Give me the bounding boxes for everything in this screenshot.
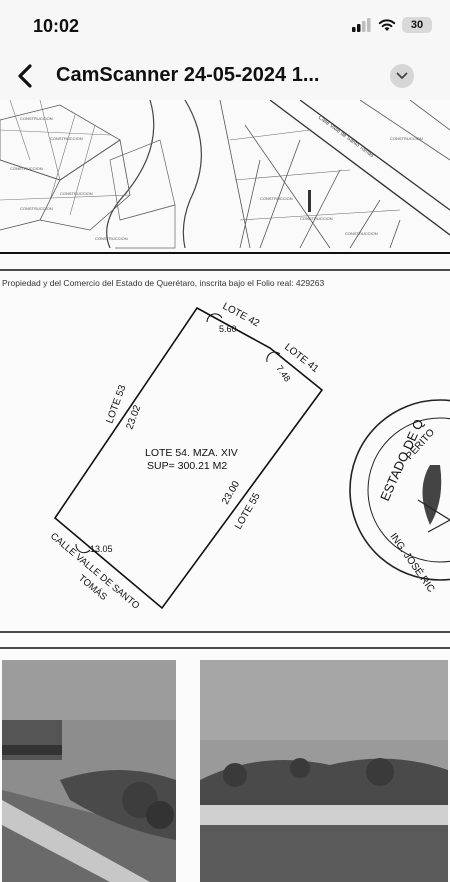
lot-plan [53,306,324,610]
status-time: 10:02 [33,16,80,36]
title-menu-button[interactable] [390,64,414,88]
status-bar: 10:02 30 [0,0,450,52]
site-photo-left [2,660,176,882]
location-map: CONSTRUCCION CONSTRUCCION CONSTRUCCION CON… [0,100,450,250]
seal-line1: ESTADO DE Q [377,417,426,503]
lot-area-value: SUP= 300.21 M2 [147,460,227,472]
svg-text:CONSTRUCCION: CONSTRUCCION [20,116,53,121]
document-page[interactable]: CONSTRUCCION CONSTRUCCION CONSTRUCCION CON… [0,100,450,882]
document-scan: CONSTRUCCION CONSTRUCCION CONSTRUCCION CON… [0,100,450,882]
signal-icon [352,18,371,32]
svg-text:CONSTRUCCION: CONSTRUCCION [260,196,293,201]
expert-seal: ESTADO DE Q PERITO ING. JOSÉ RIC [349,399,450,595]
svg-text:CONSTRUCCION: CONSTRUCCION [345,231,378,236]
lot-area-title: LOTE 54. MZA. XIV [145,447,238,459]
chevron-down-icon [396,72,408,79]
nav-bar: CamScanner 24-05-2024 1... [0,52,450,100]
wifi-icon [378,19,396,31]
lot-left-label: LOTE 53 [104,383,128,425]
street-label-line1: CALLE VALLE DE SANTO [48,531,141,612]
svg-text:CONSTRUCCION: CONSTRUCCION [300,216,333,221]
registry-text: Propiedad y del Comercio del Estado de Q… [2,278,325,288]
battery-icon: 30 [402,17,432,33]
chevron-left-icon [18,64,32,88]
svg-text:CONSTRUCCION: CONSTRUCCION [390,136,423,141]
dim-top-label: 5.60 [219,324,237,334]
dim-right-top-label: 7.48 [274,363,292,383]
svg-text:CONSTRUCCION: CONSTRUCCION [50,136,83,141]
status-icons: 30 [352,17,432,33]
dim-bottom-label: 13.05 [90,544,113,554]
svg-text:CONSTRUCCION: CONSTRUCCION [20,206,53,211]
dim-left-label: 23.02 [124,403,143,431]
lot-bottom-right-label: LOTE 55 [233,491,263,532]
site-photo-right [200,660,448,882]
document-title: CamScanner 24-05-2024 1... [56,64,320,86]
svg-text:CONSTRUCCION: CONSTRUCCION [10,166,43,171]
back-button[interactable] [8,60,42,92]
svg-text:CONSTRUCCION: CONSTRUCCION [95,236,128,241]
svg-text:CONSTRUCCION: CONSTRUCCION [60,191,93,196]
seal-line3: ING. JOSÉ RIC [388,530,438,594]
battery-level: 30 [410,19,424,31]
